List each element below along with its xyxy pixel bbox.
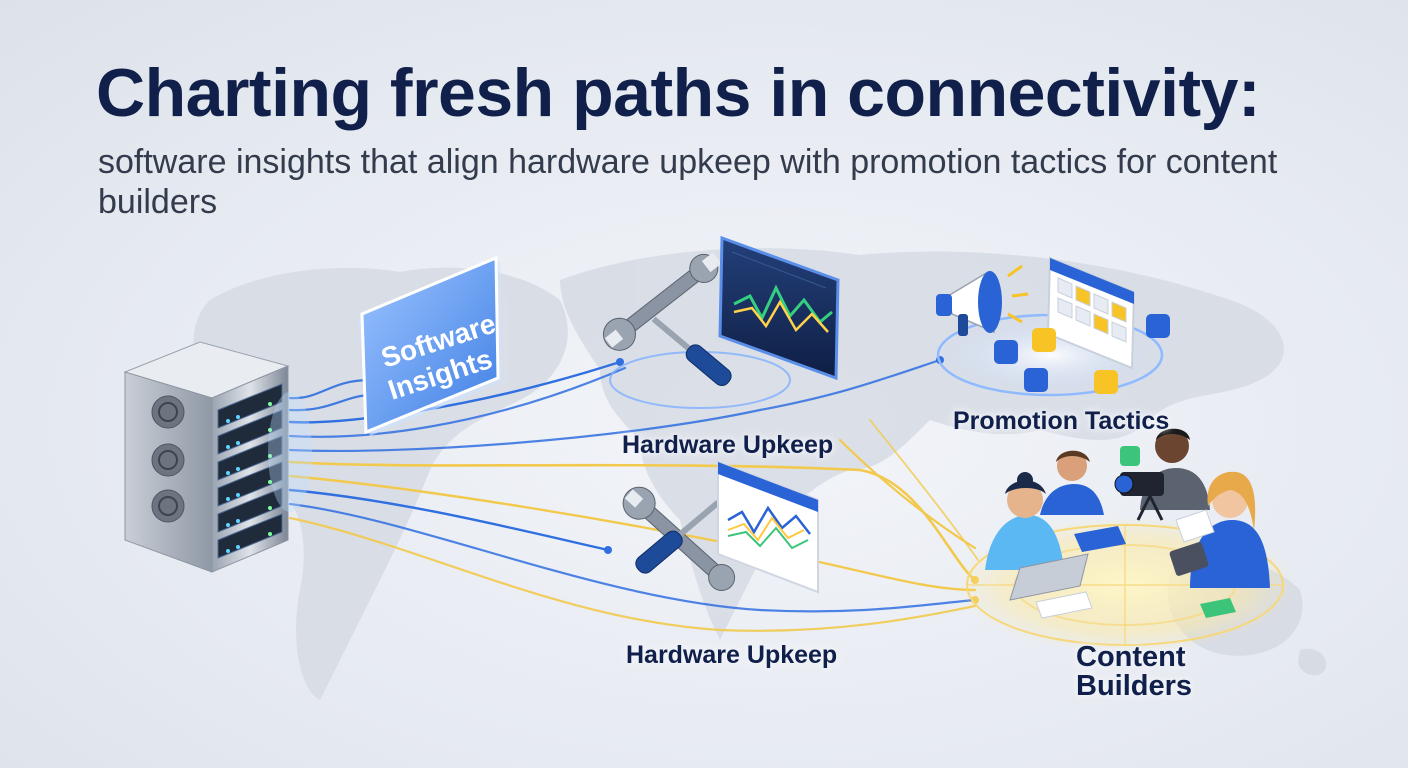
megaphone-icon <box>936 264 1029 336</box>
connector-line <box>288 516 977 632</box>
screwdriver-icon <box>651 316 732 386</box>
connector-line <box>288 358 942 453</box>
connector-line <box>288 488 610 552</box>
chat-icon <box>1146 314 1170 338</box>
screwdriver-icon <box>635 500 720 574</box>
connector-line <box>288 366 627 438</box>
page-subtitle: software insights that align hardware up… <box>98 143 1278 221</box>
hardware-upkeep-bottom-label: Hardware Upkeep <box>626 641 838 669</box>
page-title: Charting fresh paths in connectivity: <box>96 55 1261 131</box>
social-tiles <box>994 314 1170 466</box>
share-icon <box>1094 370 1118 394</box>
video-camera-icon <box>1114 472 1164 521</box>
endpoint-dot <box>616 358 624 366</box>
calendar-window-icon <box>1046 256 1136 370</box>
content-builders-people <box>985 428 1270 619</box>
content-builders-line1: Content <box>1076 641 1186 673</box>
hardware-upkeep-bottom-icon <box>622 460 819 594</box>
endpoint-dot <box>604 546 612 554</box>
floating-cards <box>1035 509 1236 619</box>
chat-icon <box>1120 446 1140 466</box>
connector-line <box>288 378 372 400</box>
content-builders-label: Content Builders <box>1076 643 1192 701</box>
line-chart-screen-dark <box>718 235 840 381</box>
server-rack-icon <box>123 341 312 573</box>
promotion-tactics-icon <box>936 256 1170 466</box>
connector-line <box>869 419 979 561</box>
connector-lines <box>288 358 979 632</box>
connector-line <box>288 460 977 582</box>
hardware-upkeep-top-label: Hardware Upkeep <box>622 431 834 459</box>
promotion-tactics-label: Promotion Tactics <box>953 407 1170 435</box>
like-icon <box>994 340 1018 364</box>
connector-line <box>288 502 977 613</box>
person-woman-laptop <box>985 472 1089 601</box>
line-chart-screen-light <box>717 460 819 594</box>
person-man-camera <box>1114 428 1210 521</box>
connector-line <box>838 438 977 550</box>
wrench-icon <box>602 252 722 351</box>
person-man-phone <box>1040 450 1104 515</box>
connector-line <box>288 474 977 592</box>
content-builders-line2: Builders <box>1076 670 1193 702</box>
person-woman-tablet <box>1169 471 1270 588</box>
like-icon <box>1024 368 1048 392</box>
hardware-upkeep-top-icon <box>602 235 840 386</box>
share-arrow-icon <box>1032 328 1056 352</box>
software-insights-panel: Software Insights <box>358 255 502 436</box>
